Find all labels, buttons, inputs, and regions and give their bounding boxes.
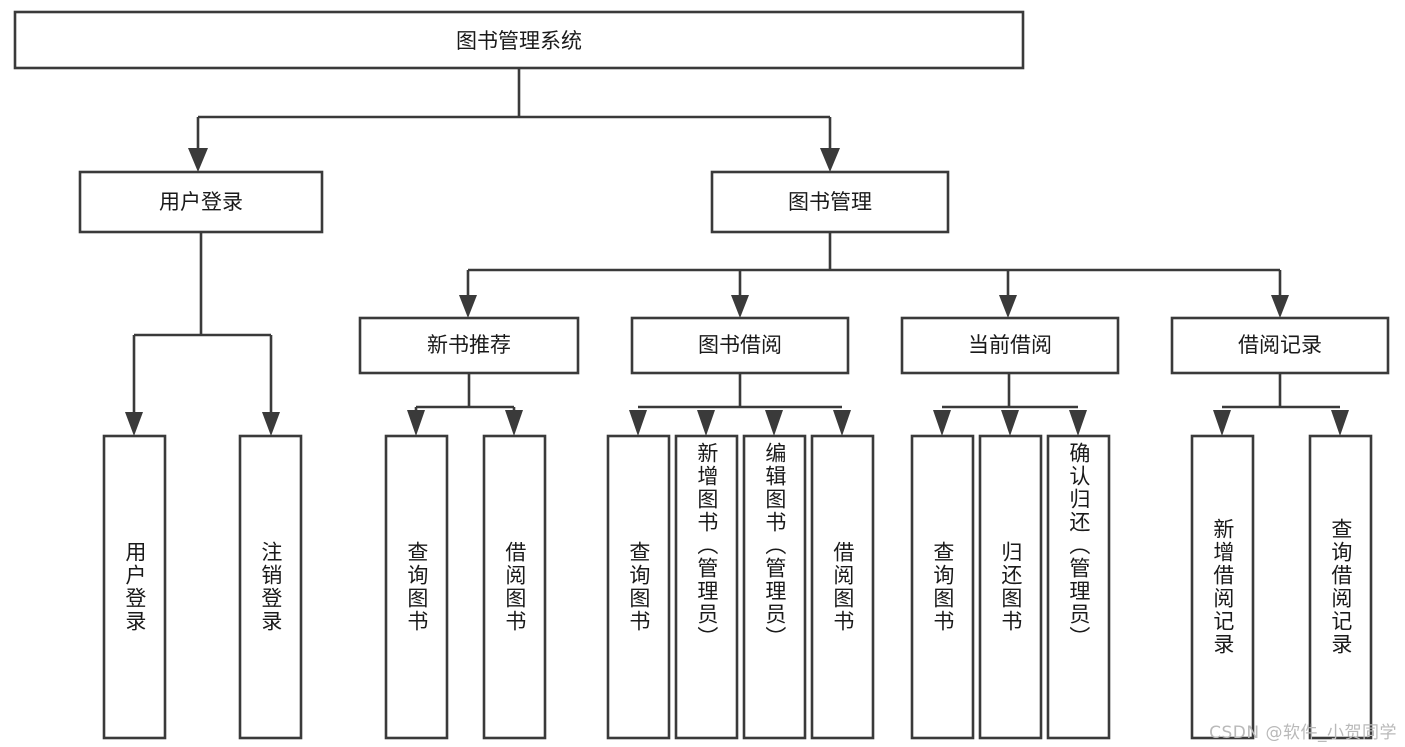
arrowhead-leaf-query-book-borrow	[629, 410, 647, 436]
arrowhead-book-manage	[820, 148, 840, 172]
arrowhead-leaf-query-book-cur	[933, 410, 951, 436]
borrow-record-label: 借阅记录	[1238, 333, 1322, 357]
leaf-add-record-box[interactable]	[1190, 434, 1255, 740]
user-login-box[interactable]	[78, 170, 324, 234]
leaf-query-book-cur-box[interactable]	[910, 434, 975, 740]
borrow-record-box[interactable]	[1170, 316, 1390, 375]
arrowhead-leaf-query-book-rec	[407, 410, 425, 436]
leaf-boxes	[102, 434, 1373, 740]
arrowhead-leaf-query-record	[1331, 410, 1349, 436]
book-borrow-box[interactable]	[630, 316, 850, 375]
arrowhead-new-book-rec	[459, 295, 477, 318]
node-book-manage[interactable]: 图书管理	[710, 170, 950, 234]
csdn-watermark: CSDN @软件_小贺同学	[1209, 723, 1397, 743]
leaf-query-record-box[interactable]	[1308, 434, 1373, 740]
arrowhead-leaf-return-book	[1001, 410, 1019, 436]
arrowhead-leaf-borrow-book-rec	[505, 410, 523, 436]
arrowhead-leaf-add-book	[697, 410, 715, 436]
book-manage-box[interactable]	[710, 170, 950, 234]
node-borrow-record[interactable]: 借阅记录	[1170, 316, 1390, 375]
leaf-borrow-book-box[interactable]	[810, 434, 875, 740]
leaf-borrow-book-rec-box[interactable]	[482, 434, 547, 740]
leaf-edit-book-box[interactable]	[742, 434, 807, 740]
book-manage-label: 图书管理	[788, 190, 872, 214]
node-book-borrow[interactable]: 图书借阅	[630, 316, 850, 375]
leaf-user-login-box[interactable]	[102, 434, 167, 740]
leaf-logout-box[interactable]	[238, 434, 303, 740]
arrowhead-current-borrow	[999, 295, 1017, 318]
node-root[interactable]: 图书管理系统	[13, 10, 1025, 70]
leaf-query-book-borrow-box[interactable]	[606, 434, 671, 740]
current-borrow-label: 当前借阅	[968, 333, 1052, 357]
root-label: 图书管理系统	[456, 29, 582, 53]
user-login-label: 用户登录	[159, 190, 243, 214]
root-box[interactable]	[13, 10, 1025, 70]
book-borrow-label: 图书借阅	[698, 333, 782, 357]
arrowhead-book-borrow	[731, 295, 749, 318]
connectors	[125, 68, 1349, 436]
arrowhead-borrow-record	[1271, 295, 1289, 318]
arrowhead-leaf-user-login	[125, 412, 143, 436]
leaf-query-book-rec-box[interactable]	[384, 434, 449, 740]
node-user-login[interactable]: 用户登录	[78, 170, 324, 234]
arrowhead-leaf-edit-book	[765, 410, 783, 436]
leaf-return-book-box[interactable]	[978, 434, 1043, 740]
node-new-book-rec[interactable]: 新书推荐	[358, 316, 580, 375]
arrowhead-user-login	[188, 148, 208, 172]
new-book-rec-box[interactable]	[358, 316, 580, 375]
new-book-rec-label: 新书推荐	[427, 333, 511, 357]
leaf-confirm-return-box[interactable]	[1046, 434, 1111, 740]
arrowhead-leaf-add-record	[1213, 410, 1231, 436]
node-current-borrow[interactable]: 当前借阅	[900, 316, 1120, 375]
leaf-add-book-box[interactable]	[674, 434, 739, 740]
arrowhead-leaf-logout	[262, 412, 280, 436]
arrowhead-leaf-confirm-return	[1069, 410, 1087, 436]
arrowhead-leaf-borrow-book	[833, 410, 851, 436]
current-borrow-box[interactable]	[900, 316, 1120, 375]
